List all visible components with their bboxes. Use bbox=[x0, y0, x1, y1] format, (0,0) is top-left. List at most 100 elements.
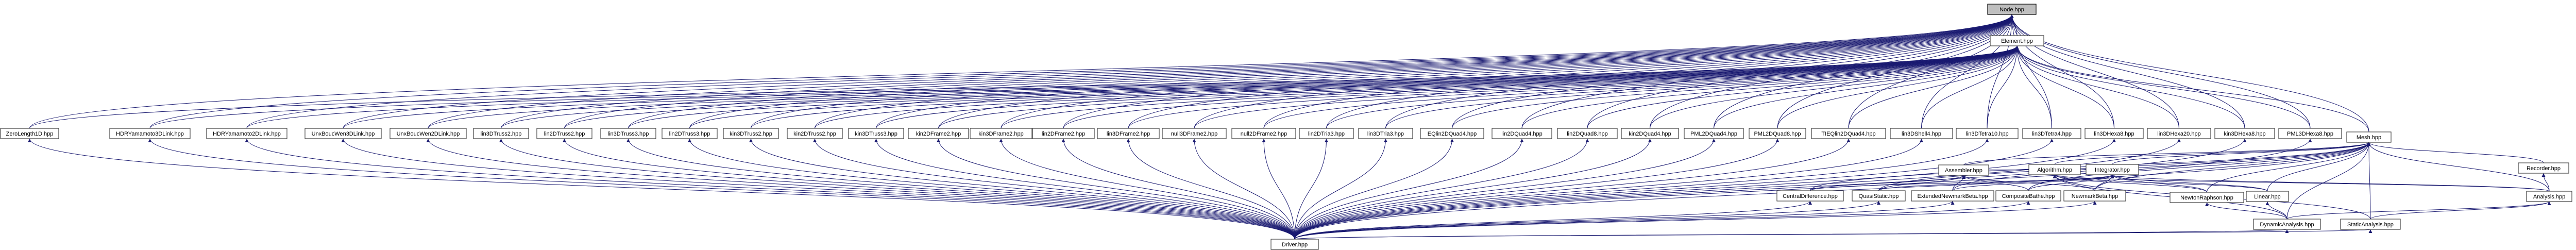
edge-kin3dtruss3-to-driver bbox=[874, 138, 1295, 240]
edge-node-to-unixbouc2d bbox=[428, 14, 2014, 129]
node-hdryam3d[interactable]: HDRYamamoto3DLink.hpp bbox=[109, 128, 191, 139]
node-dynamicanalysis[interactable]: DynamicAnalysis.hpp bbox=[2253, 219, 2321, 230]
edge-element-to-kin2dquad4 bbox=[1650, 45, 2019, 129]
edge-integrator-to-linear bbox=[2110, 174, 2268, 192]
node-kin2dframe2[interactable]: kin2DFrame2.hpp bbox=[908, 128, 969, 139]
node-composite[interactable]: CompositeBathe.hpp bbox=[1995, 190, 2061, 202]
node-mesh[interactable]: Mesh.hpp bbox=[2346, 131, 2392, 143]
edge-integrator-to-quasistatic bbox=[1878, 174, 2114, 191]
node-lin2dtria3[interactable]: lin2DTria3.hpp bbox=[1299, 128, 1354, 139]
node-node[interactable]: Node.hpp bbox=[1987, 4, 2037, 15]
node-unixbouc2d[interactable]: UnxBoucWen2DLink.hpp bbox=[389, 128, 467, 139]
node-lin3dtruss3[interactable]: lin3DTruss3.hpp bbox=[600, 128, 656, 139]
edge-lin3dtruss2-to-driver bbox=[499, 138, 1295, 240]
node-staticanalysis[interactable]: StaticAnalysis.hpp bbox=[2340, 219, 2401, 230]
edge-mesh-to-extnewmark bbox=[1952, 142, 2371, 191]
node-driver[interactable]: Driver.hpp bbox=[1270, 239, 1319, 250]
node-lin3dtetra10[interactable]: lin3DTetra10.hpp bbox=[1956, 128, 2019, 139]
node-lin2dtruss3[interactable]: lin2DTruss3.hpp bbox=[662, 128, 718, 139]
node-pml3dhexa8[interactable]: PML3DHexa8.hpp bbox=[2278, 128, 2342, 139]
node-extnewmark[interactable]: ExtendedNewmarkBeta.hpp bbox=[1911, 190, 1994, 202]
node-assembler[interactable]: Assembler.hpp bbox=[1938, 164, 1989, 176]
edge-element-to-lin3dtruss3 bbox=[628, 45, 2019, 129]
edge-integrator-to-composite bbox=[2028, 174, 2114, 191]
node-label: lin3DTruss3.hpp bbox=[608, 131, 649, 137]
node-box bbox=[1492, 128, 1552, 139]
edge-mesh-to-composite bbox=[2028, 142, 2371, 191]
node-algorithm[interactable]: Algorithm.hpp bbox=[2028, 164, 2081, 175]
node-box bbox=[1995, 190, 2061, 202]
edge-node-to-hdryam2d bbox=[246, 14, 2014, 129]
node-label: QuasiStatic.hpp bbox=[1859, 193, 1899, 199]
edge-lin2dquad8-to-driver bbox=[1294, 138, 1589, 240]
node-kin3dtruss2[interactable]: kin3DTruss2.hpp bbox=[723, 128, 779, 139]
edge-tie2dquad4-to-driver bbox=[1294, 138, 1851, 240]
node-recorder[interactable]: Recorder.hpp bbox=[2518, 162, 2569, 174]
node-box bbox=[2253, 219, 2321, 230]
node-tie2dquad4[interactable]: TIEQlin2DQuad4.hpp bbox=[1811, 128, 1886, 139]
node-lin3dtetra4[interactable]: lin3DTetra4.hpp bbox=[2022, 128, 2081, 139]
node-lin2dframe2[interactable]: lin2DFrame2.hpp bbox=[1032, 128, 1095, 139]
node-kin2dquad4[interactable]: kin2DQuad4.hpp bbox=[1621, 128, 1679, 139]
node-kin2dtruss2[interactable]: kin2DTruss2.hpp bbox=[787, 128, 843, 139]
edge-kin3dhexa8-to-driver bbox=[1294, 138, 2247, 240]
node-pmllin2dquad4[interactable]: PML2DQuad4.hpp bbox=[1684, 128, 1744, 139]
edge-element-to-lin2dtruss3 bbox=[689, 45, 2019, 129]
node-label: lin3DShell4.hpp bbox=[1902, 131, 1941, 137]
edge-element-to-kin3dtruss3 bbox=[876, 45, 2019, 129]
node-label: kin2DTruss2.hpp bbox=[793, 131, 836, 137]
node-lin3dframe2[interactable]: lin3DFrame2.hpp bbox=[1097, 128, 1160, 139]
node-quasistatic[interactable]: QuasiStatic.hpp bbox=[1852, 190, 1906, 202]
node-kin3dframe2[interactable]: kin3DFrame2.hpp bbox=[970, 128, 1032, 139]
edge-element-to-lin3dhexa20 bbox=[2015, 45, 2179, 129]
edge-element-to-pml2dquad8 bbox=[1777, 45, 2019, 129]
node-null3dframe2[interactable]: null3DFrame2.hpp bbox=[1162, 128, 1227, 139]
edge-node-to-lin3dtruss3 bbox=[628, 14, 2014, 129]
node-kin3dtruss3[interactable]: kin3DTruss3.hpp bbox=[848, 128, 904, 139]
node-null2dframe2[interactable]: null2DFrame2.hpp bbox=[1231, 128, 1296, 139]
node-lin2dquad4[interactable]: lin2DQuad4.hpp bbox=[1492, 128, 1552, 139]
node-label: NewtonRaphson.hpp bbox=[2180, 195, 2233, 201]
node-newtonraphson[interactable]: NewtonRaphson.hpp bbox=[2170, 192, 2244, 203]
node-centraldiff[interactable]: CentralDifference.hpp bbox=[1776, 190, 1844, 202]
node-lin3dhexa8[interactable]: lin3DHexa8.hpp bbox=[2084, 128, 2144, 139]
node-zerolength1d[interactable]: ZeroLength1D.hpp bbox=[0, 128, 59, 139]
edge-integrator-to-centraldiff bbox=[1810, 174, 2114, 191]
node-label: kin2DFrame2.hpp bbox=[916, 131, 961, 137]
node-lin3dhexa20[interactable]: lin3DHexa20.hpp bbox=[2147, 128, 2211, 139]
edge-element-to-tie2dquad4 bbox=[1848, 45, 2019, 129]
node-box bbox=[2346, 131, 2392, 143]
edge-mesh-to-linear bbox=[2267, 142, 2371, 192]
node-label: lin3DTruss2.hpp bbox=[481, 131, 522, 137]
edge-mesh-to-newmarkbeta bbox=[2094, 142, 2371, 191]
node-label: NewmarkBeta.hpp bbox=[2072, 193, 2119, 199]
node-lin3dtria3[interactable]: lin3DTria3.hpp bbox=[1358, 128, 1413, 139]
node-lin3dshell4[interactable]: lin3DShell4.hpp bbox=[1890, 128, 1953, 139]
node-hdryam2d[interactable]: HDRYamamoto2DLink.hpp bbox=[206, 128, 287, 139]
node-lin2dquad8[interactable]: lin2DQuad8.hpp bbox=[1557, 128, 1618, 139]
edge-zerolength1d-to-driver bbox=[28, 138, 1295, 240]
node-box bbox=[1270, 239, 1319, 250]
edge-mesh-to-recorder bbox=[2367, 142, 2544, 163]
node-box bbox=[1938, 164, 1989, 176]
node-unixbouc3d[interactable]: UnxBoucWen3DLink.hpp bbox=[304, 128, 382, 139]
node-label: lin2DTria3.hpp bbox=[1308, 131, 1345, 137]
node-integrator[interactable]: Integrator.hpp bbox=[2086, 164, 2139, 175]
node-element[interactable]: Element.hpp bbox=[1990, 35, 2044, 46]
node-pml2dquad8[interactable]: PML2DQuad8.hpp bbox=[1749, 128, 1806, 139]
node-newmarkbeta[interactable]: NewmarkBeta.hpp bbox=[2063, 190, 2126, 202]
node-ebquad4[interactable]: EQlin2DQuad4.hpp bbox=[1420, 128, 1484, 139]
node-box bbox=[109, 128, 191, 139]
edge-element-to-lin2dquad4 bbox=[1521, 45, 2019, 129]
node-lin3dtruss2[interactable]: lin3DTruss2.hpp bbox=[473, 128, 529, 139]
node-label: HDRYamamoto2DLink.hpp bbox=[213, 131, 281, 137]
node-linear[interactable]: Linear.hpp bbox=[2246, 191, 2289, 202]
edge-centraldiff-to-driver bbox=[1294, 201, 1812, 240]
edge-lin3dtetra4-to-driver bbox=[1294, 138, 2054, 240]
node-analysis[interactable]: Analysis.hpp bbox=[2526, 191, 2572, 202]
edge-lin3dhexa8-to-driver bbox=[1294, 138, 2116, 240]
node-lin2dtruss2[interactable]: lin2DTruss2.hpp bbox=[536, 128, 592, 139]
node-kin3dhexa8[interactable]: kin3DHexa8.hpp bbox=[2214, 128, 2275, 139]
node-label: lin3DTria3.hpp bbox=[1367, 131, 1404, 137]
